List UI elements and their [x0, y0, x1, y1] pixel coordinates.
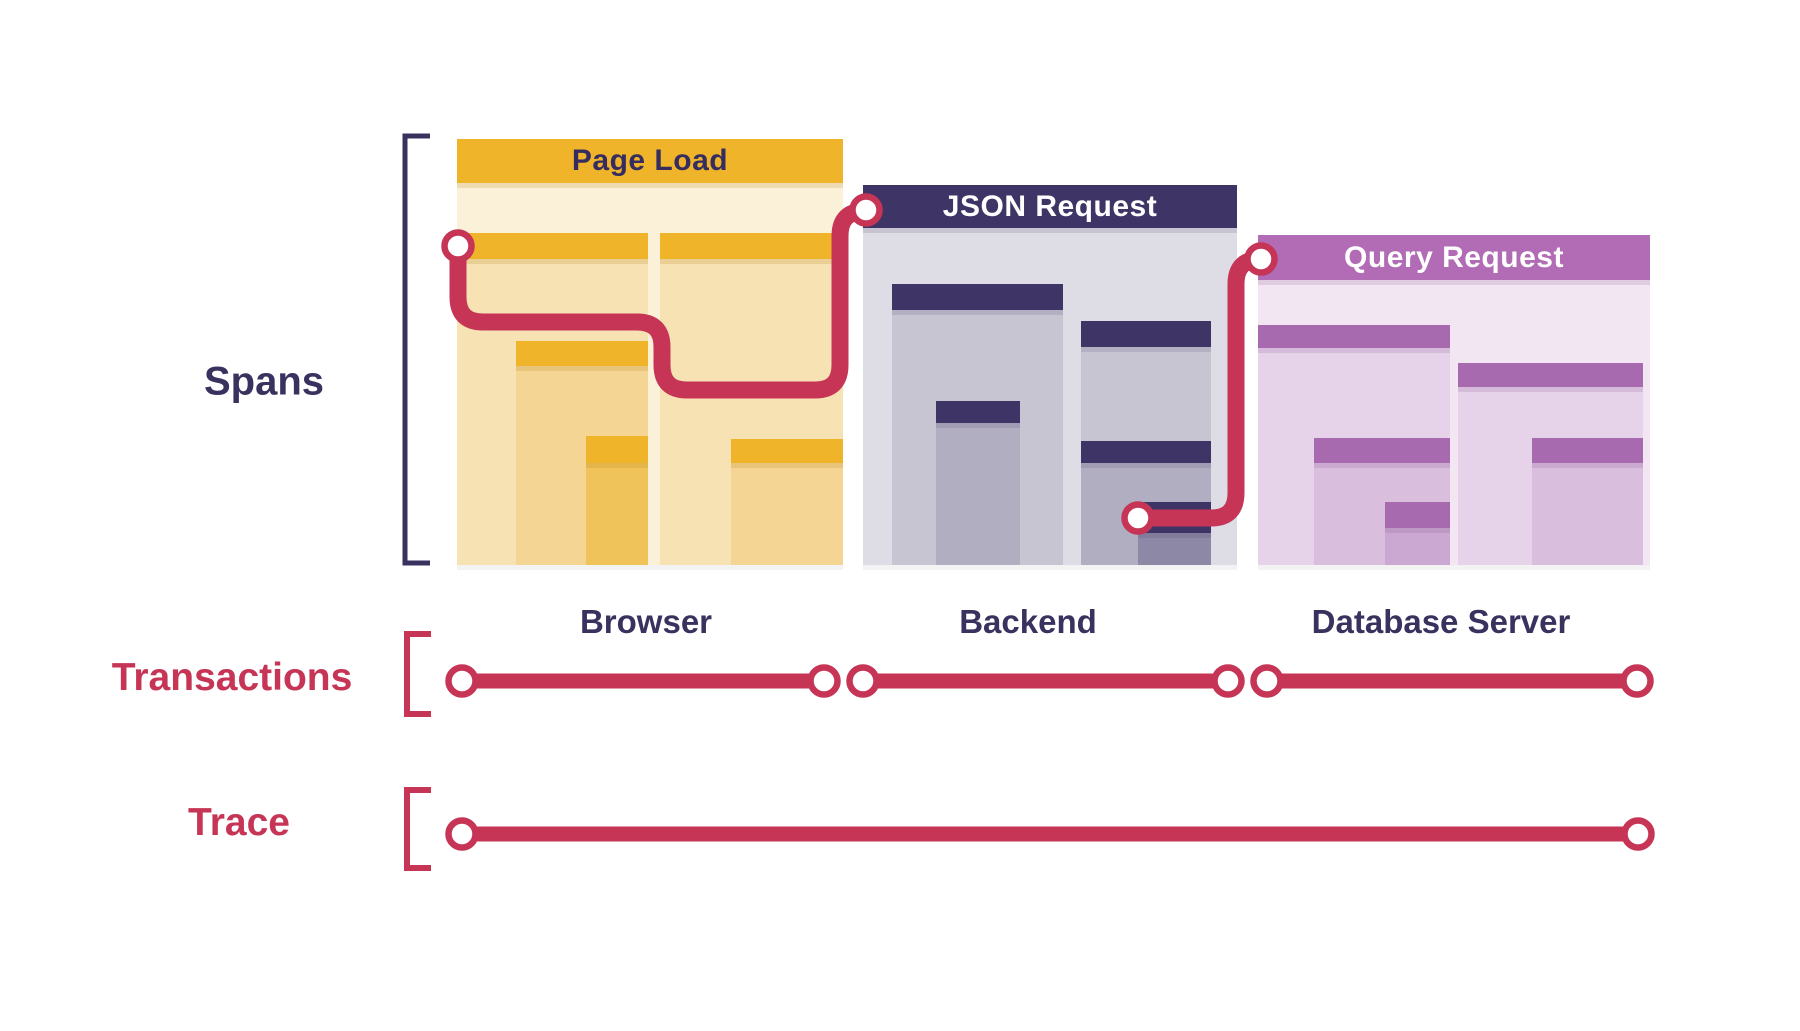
span-bar [892, 284, 1063, 310]
query-request-header: Query Request [1258, 235, 1650, 280]
span-bar [1258, 325, 1450, 348]
span-bar [457, 233, 648, 259]
span-bar [1081, 321, 1211, 347]
span-body [731, 463, 843, 565]
transaction-endpoint-marker [846, 664, 880, 698]
span-body [1138, 533, 1211, 565]
transaction-endpoint-marker [445, 664, 479, 698]
backend-caption: Backend [959, 603, 1097, 640]
span-body [1532, 463, 1643, 565]
span-bar [1532, 438, 1643, 463]
span-body [586, 463, 648, 565]
browser-caption: Browser [579, 603, 713, 640]
trace-endpoint-marker [1621, 817, 1655, 851]
database-server-caption: Database Server [1311, 603, 1571, 640]
span-bar [1081, 441, 1211, 463]
spans-label: Spans [203, 359, 325, 404]
span-bar [1458, 363, 1643, 387]
page-load-header: Page Load [457, 139, 843, 183]
span-body [936, 423, 1020, 565]
span-bar [1314, 438, 1450, 463]
transactions-bracket [404, 631, 431, 717]
trace-endpoint-marker [445, 817, 479, 851]
json-request-header: JSON Request [863, 185, 1237, 228]
span-bar [731, 439, 843, 463]
spans-bracket [402, 133, 430, 566]
transaction-endpoint-marker [1211, 664, 1245, 698]
trace-label: Trace [188, 801, 290, 844]
trace-bracket [404, 787, 431, 871]
span-body [1385, 528, 1450, 565]
span-bar [1138, 502, 1211, 533]
span-bar [516, 341, 648, 366]
transaction-endpoint-marker [1250, 664, 1284, 698]
transaction-endpoint-marker [807, 664, 841, 698]
span-bar [586, 436, 648, 463]
span-bar [936, 401, 1020, 423]
transaction-endpoint-marker [1620, 664, 1654, 698]
span-bar [1385, 502, 1450, 528]
transactions-label: Transactions [111, 656, 353, 699]
span-bar [660, 233, 843, 259]
